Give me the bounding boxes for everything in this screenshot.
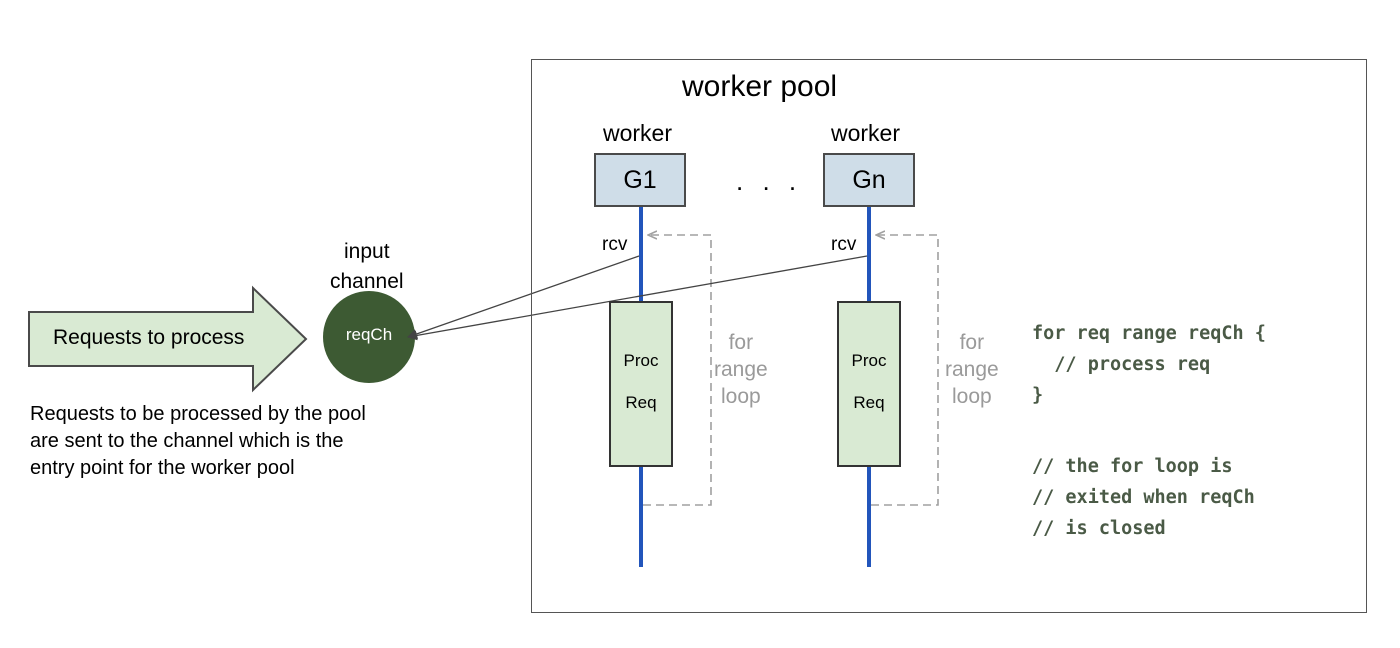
worker-g1-proc-line2: Req bbox=[625, 393, 657, 412]
input-channel-label: input channel bbox=[330, 240, 404, 293]
worker-g1-rcv-label: rcv bbox=[602, 234, 628, 255]
worker-gn-receive-arrow bbox=[407, 255, 868, 341]
worker-gn-loop-label: for range loop bbox=[945, 331, 999, 408]
worker-gn-loop-path bbox=[871, 235, 939, 506]
code-comment: // the for loop is // exited when reqCh … bbox=[1032, 456, 1255, 539]
code-for-range-loop: for req range reqCh { // process req } bbox=[1032, 323, 1266, 406]
worker-pool-box bbox=[531, 59, 1367, 613]
worker-g1-name: G1 bbox=[623, 165, 657, 194]
worker-gn-rcv-label: rcv bbox=[831, 234, 857, 255]
worker-gn-proc-box: Proc Req bbox=[837, 301, 901, 467]
worker-g1-loop-path bbox=[643, 235, 712, 506]
worker-pool-title: worker pool bbox=[682, 70, 838, 103]
worker-g1-loop-label: for range loop bbox=[714, 331, 768, 408]
worker-g1-box: G1 bbox=[594, 153, 686, 207]
requests-description: Requests to be processed by the pool are… bbox=[30, 403, 366, 479]
worker-g1-proc-line1: Proc bbox=[623, 351, 659, 370]
worker-gn-proc-line2: Req bbox=[853, 393, 885, 412]
worker-g1-receive-arrow bbox=[407, 255, 640, 339]
worker-g1-proc-box: Proc Req bbox=[609, 301, 673, 467]
worker-gn-box: Gn bbox=[823, 153, 915, 207]
requests-arrow bbox=[28, 285, 308, 393]
worker-g1-label: worker bbox=[603, 120, 673, 146]
channel-circle bbox=[323, 291, 415, 383]
channel-name: reqCh bbox=[345, 325, 393, 344]
worker-gn-name: Gn bbox=[852, 165, 886, 194]
worker-gn-proc-line1: Proc bbox=[851, 351, 887, 370]
requests-arrow-label: Requests to process bbox=[53, 326, 245, 349]
worker-gn-label: worker bbox=[831, 120, 901, 146]
more-workers-ellipsis: . . . bbox=[736, 166, 803, 196]
